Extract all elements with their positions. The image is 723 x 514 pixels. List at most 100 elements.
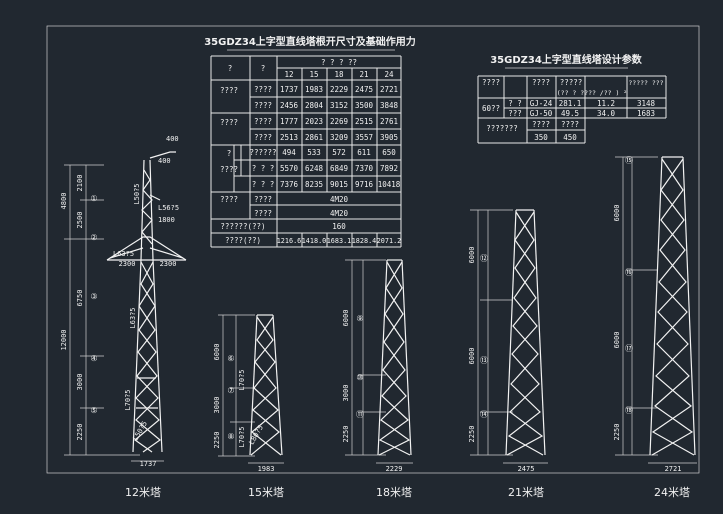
dimension-label: 2500	[76, 212, 84, 229]
head-dimension: 400	[166, 135, 179, 143]
base-width: 2721	[665, 465, 682, 473]
tower-caption: 24米塔	[654, 486, 690, 499]
dimension-label: 2250	[613, 424, 621, 441]
dimension-label: 6000	[613, 205, 621, 222]
table2-span-value: 350	[534, 133, 548, 142]
node-number: ⑭	[480, 410, 488, 419]
table2-title: 35GDZ34上字型直线塔设计参数	[490, 53, 643, 66]
member-label: L50?5	[133, 183, 141, 204]
dimension-label: 6000	[213, 344, 221, 361]
table1-cell: 2761	[380, 117, 398, 126]
node-number: ⑮	[625, 156, 633, 165]
base-width: 2229	[386, 465, 403, 473]
node-number: ⑰	[625, 344, 633, 353]
node-number: ⑨	[356, 314, 363, 323]
dimension-label: 6000	[613, 332, 621, 349]
table1-header: ?	[228, 64, 233, 73]
table2-cell: 34.0	[597, 109, 616, 118]
node-number: ⑱	[625, 406, 633, 415]
member-label: L80?5	[248, 424, 265, 446]
table1-cell: 7370	[355, 164, 374, 173]
table1-cell: 611	[357, 148, 371, 157]
node-number: ⑪	[356, 410, 364, 419]
table1-cell: 494	[282, 148, 296, 157]
table1-row-label: ????	[254, 209, 272, 218]
table2-cell: GJ-24	[530, 99, 553, 108]
table1-row-group-label: ????(??)	[225, 236, 261, 245]
table1-row-label: ????	[254, 133, 272, 142]
table2-header: ?????	[560, 78, 583, 87]
dimension-label: 12000	[60, 329, 68, 350]
table1-cell: 1216.6	[277, 237, 302, 245]
table1-header: ? ? ? ??	[321, 58, 357, 67]
dimension-label: 2250	[342, 426, 350, 443]
table1-cell: 2269	[330, 117, 348, 126]
table2-cell: 11.2	[597, 99, 615, 108]
table1-row-label: ????	[254, 101, 272, 110]
table2-span-header: ????	[532, 120, 550, 129]
table1-height-header: 15	[309, 70, 318, 79]
table1-cell: 3152	[330, 101, 348, 110]
head-dimension: 2300	[119, 260, 136, 268]
tower-caption: 21米塔	[508, 486, 544, 499]
dimension-label: 3000	[342, 385, 350, 402]
table1-cell: 10418	[378, 180, 401, 189]
table1-cell: 7892	[380, 164, 398, 173]
table1-cell: 9716	[355, 180, 374, 189]
dimension-label: 4800	[60, 193, 68, 210]
table1-cell: 3557	[355, 133, 373, 142]
table1-height-header: 24	[384, 70, 394, 79]
table2-cell: GJ-50	[530, 109, 553, 118]
member-label: L56?5	[158, 204, 179, 212]
dimension-label: 6000	[342, 310, 350, 327]
table1-row-label: ????	[254, 85, 272, 94]
table1-cell: 8235	[305, 180, 323, 189]
table1-cell: 3905	[380, 133, 398, 142]
table1-cell: 9015	[330, 180, 348, 189]
table2-span-header: ????	[561, 120, 579, 129]
table1-cell: 3500	[355, 101, 374, 110]
table1-cell: 2229	[330, 85, 348, 94]
table1-cell: 572	[332, 148, 346, 157]
table1-cell: 533	[307, 148, 321, 157]
base-width: 2475	[518, 465, 535, 473]
node-number: ⑫	[480, 254, 488, 263]
table1-cell: 650	[382, 148, 396, 157]
table1-cell: 7376	[280, 180, 299, 189]
tower-caption: 12米塔	[125, 486, 161, 499]
table2-cell: 1683	[637, 109, 655, 118]
member-label: L70?5	[238, 426, 246, 447]
table2-header: ????	[482, 78, 500, 87]
node-number: ②	[90, 233, 97, 242]
table1-row-label: ????	[254, 117, 272, 126]
table1-cell: 2721	[380, 85, 398, 94]
table1-cell: 2456	[280, 101, 299, 110]
table2-cell: 281.1	[559, 99, 582, 108]
table1-row-label: ????	[254, 195, 272, 204]
table1-row-label: ? ? ?	[252, 164, 275, 173]
dimension-label: 2250	[468, 426, 476, 443]
table1-cell: 1777	[280, 117, 298, 126]
node-number: ⑯	[625, 268, 633, 277]
table2-row-label: 60??	[482, 104, 500, 113]
table2-span-value: 450	[563, 133, 577, 142]
node-number: ⑬	[480, 356, 488, 365]
table1-cell: 2475	[355, 85, 373, 94]
head-dimension: 2300	[160, 260, 177, 268]
table1-cell: 2071.2	[377, 237, 402, 245]
head-dimension: 400	[158, 157, 171, 165]
dimension-label: 6750	[76, 290, 84, 307]
table1-cell: 2804	[305, 101, 324, 110]
table1-merged-cell: 4M20	[330, 195, 349, 204]
table1-row-group-label: ????	[220, 118, 238, 127]
tower-caption: 15米塔	[248, 486, 284, 499]
node-number: ⑦	[227, 386, 234, 395]
table1-row-group-label: ????	[220, 165, 238, 174]
table1-header: ?	[261, 64, 266, 73]
table1-height-header: 18	[334, 70, 344, 79]
table2-header: ????	[532, 78, 550, 87]
table1-height-header: 21	[359, 70, 368, 79]
